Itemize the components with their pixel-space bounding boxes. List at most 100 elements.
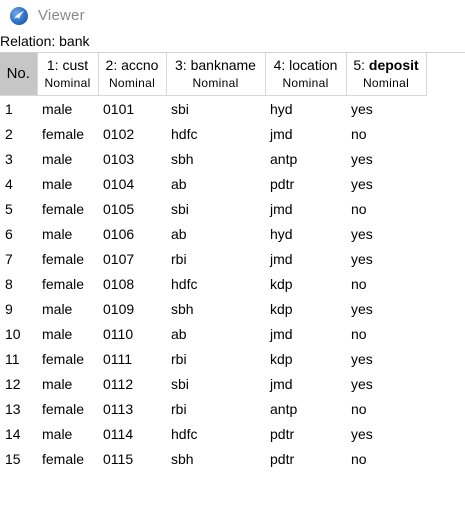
table-row[interactable]: 8 female 0108 hdfc kdp no xyxy=(0,271,426,296)
cell-location[interactable]: jmd xyxy=(270,200,293,217)
cell-location[interactable]: hyd xyxy=(270,225,293,242)
column-header-cust[interactable]: 1: cust Nominal xyxy=(37,53,99,96)
cell-accno[interactable]: 0114 xyxy=(103,425,134,442)
cell-cust[interactable]: male xyxy=(42,150,73,167)
cell-accno[interactable]: 0115 xyxy=(103,450,134,467)
cell-accno[interactable]: 0101 xyxy=(103,100,135,117)
cell-accno[interactable]: 0111 xyxy=(103,350,133,367)
table-row[interactable]: 7 female 0107 rbi jmd yes xyxy=(0,246,426,271)
cell-accno[interactable]: 0105 xyxy=(103,200,135,217)
table-row[interactable]: 13 female 0113 rbi antp no xyxy=(0,396,426,421)
cell-accno[interactable]: 0109 xyxy=(103,300,135,317)
row-number[interactable]: 4 xyxy=(5,175,13,192)
cell-deposit[interactable]: yes xyxy=(351,150,373,167)
cell-location[interactable]: pdtr xyxy=(270,425,295,442)
cell-cust[interactable]: male xyxy=(42,325,73,342)
cell-bankname[interactable]: rbi xyxy=(171,250,187,267)
cell-deposit[interactable]: yes xyxy=(351,300,373,317)
column-header-bankname[interactable]: 3: bankname Nominal xyxy=(166,53,266,96)
cell-deposit[interactable]: yes xyxy=(351,100,373,117)
cell-location[interactable]: kdp xyxy=(270,275,293,292)
cell-cust[interactable]: female xyxy=(42,450,85,467)
cell-bankname[interactable]: hdfc xyxy=(171,275,198,292)
cell-accno[interactable]: 0104 xyxy=(103,175,135,192)
cell-bankname[interactable]: ab xyxy=(171,175,187,192)
cell-deposit[interactable]: no xyxy=(351,275,367,292)
cell-deposit[interactable]: yes xyxy=(351,375,373,392)
table-row[interactable]: 5 female 0105 sbi jmd no xyxy=(0,196,426,221)
column-header-no[interactable]: No. xyxy=(0,53,38,96)
cell-bankname[interactable]: hdfc xyxy=(171,425,198,442)
cell-bankname[interactable]: ab xyxy=(171,225,187,242)
row-number[interactable]: 5 xyxy=(5,200,13,217)
row-number[interactable]: 10 xyxy=(5,325,21,342)
row-number[interactable]: 15 xyxy=(5,450,21,467)
cell-accno[interactable]: 0110 xyxy=(103,325,134,342)
cell-accno[interactable]: 0108 xyxy=(103,275,135,292)
cell-cust[interactable]: female xyxy=(42,250,85,267)
cell-location[interactable]: jmd xyxy=(270,375,293,392)
cell-cust[interactable]: female xyxy=(42,275,85,292)
column-header-location[interactable]: 4: location Nominal xyxy=(265,53,347,96)
cell-bankname[interactable]: rbi xyxy=(171,350,187,367)
cell-deposit[interactable]: no xyxy=(351,400,367,417)
row-number[interactable]: 14 xyxy=(5,425,21,442)
cell-deposit[interactable]: no xyxy=(351,200,367,217)
cell-deposit[interactable]: no xyxy=(351,125,367,142)
cell-bankname[interactable]: ab xyxy=(171,325,187,342)
cell-bankname[interactable]: rbi xyxy=(171,400,187,417)
cell-location[interactable]: pdtr xyxy=(270,175,295,192)
row-number[interactable]: 13 xyxy=(5,400,21,417)
cell-cust[interactable]: male xyxy=(42,300,73,317)
cell-location[interactable]: hyd xyxy=(270,100,293,117)
cell-cust[interactable]: female xyxy=(42,400,85,417)
row-number[interactable]: 9 xyxy=(5,300,13,317)
row-number[interactable]: 2 xyxy=(5,125,13,142)
cell-accno[interactable]: 0107 xyxy=(103,250,135,267)
cell-location[interactable]: antp xyxy=(270,400,298,417)
row-number[interactable]: 8 xyxy=(5,275,13,292)
column-header-accno[interactable]: 2: accno Nominal xyxy=(98,53,167,96)
row-number[interactable]: 6 xyxy=(5,225,13,242)
row-number[interactable]: 12 xyxy=(5,375,21,392)
cell-deposit[interactable]: yes xyxy=(351,425,373,442)
cell-location[interactable]: kdp xyxy=(270,350,293,367)
title-bar[interactable]: Viewer xyxy=(0,0,465,31)
cell-cust[interactable]: male xyxy=(42,225,73,242)
cell-location[interactable]: antp xyxy=(270,150,298,167)
column-header-deposit[interactable]: 5: deposit Nominal xyxy=(346,53,427,96)
table-row[interactable]: 4 male 0104 ab pdtr yes xyxy=(0,171,426,196)
cell-bankname[interactable]: hdfc xyxy=(171,125,198,142)
cell-bankname[interactable]: sbh xyxy=(171,150,194,167)
cell-accno[interactable]: 0103 xyxy=(103,150,135,167)
cell-deposit[interactable]: yes xyxy=(351,175,373,192)
cell-cust[interactable]: male xyxy=(42,100,73,117)
row-number[interactable]: 7 xyxy=(5,250,13,267)
cell-deposit[interactable]: yes xyxy=(351,250,373,267)
row-number[interactable]: 11 xyxy=(5,350,20,367)
cell-accno[interactable]: 0112 xyxy=(103,375,134,392)
cell-bankname[interactable]: sbi xyxy=(171,100,189,117)
cell-location[interactable]: kdp xyxy=(270,300,293,317)
cell-location[interactable]: jmd xyxy=(270,125,293,142)
cell-accno[interactable]: 0113 xyxy=(103,400,134,417)
cell-cust[interactable]: female xyxy=(42,200,85,217)
cell-location[interactable]: jmd xyxy=(270,325,293,342)
cell-cust[interactable]: male xyxy=(42,175,73,192)
cell-accno[interactable]: 0102 xyxy=(103,125,135,142)
cell-bankname[interactable]: sbi xyxy=(171,375,189,392)
cell-location[interactable]: pdtr xyxy=(270,450,295,467)
cell-cust[interactable]: female xyxy=(42,350,85,367)
cell-bankname[interactable]: sbi xyxy=(171,200,189,217)
cell-location[interactable]: jmd xyxy=(270,250,293,267)
